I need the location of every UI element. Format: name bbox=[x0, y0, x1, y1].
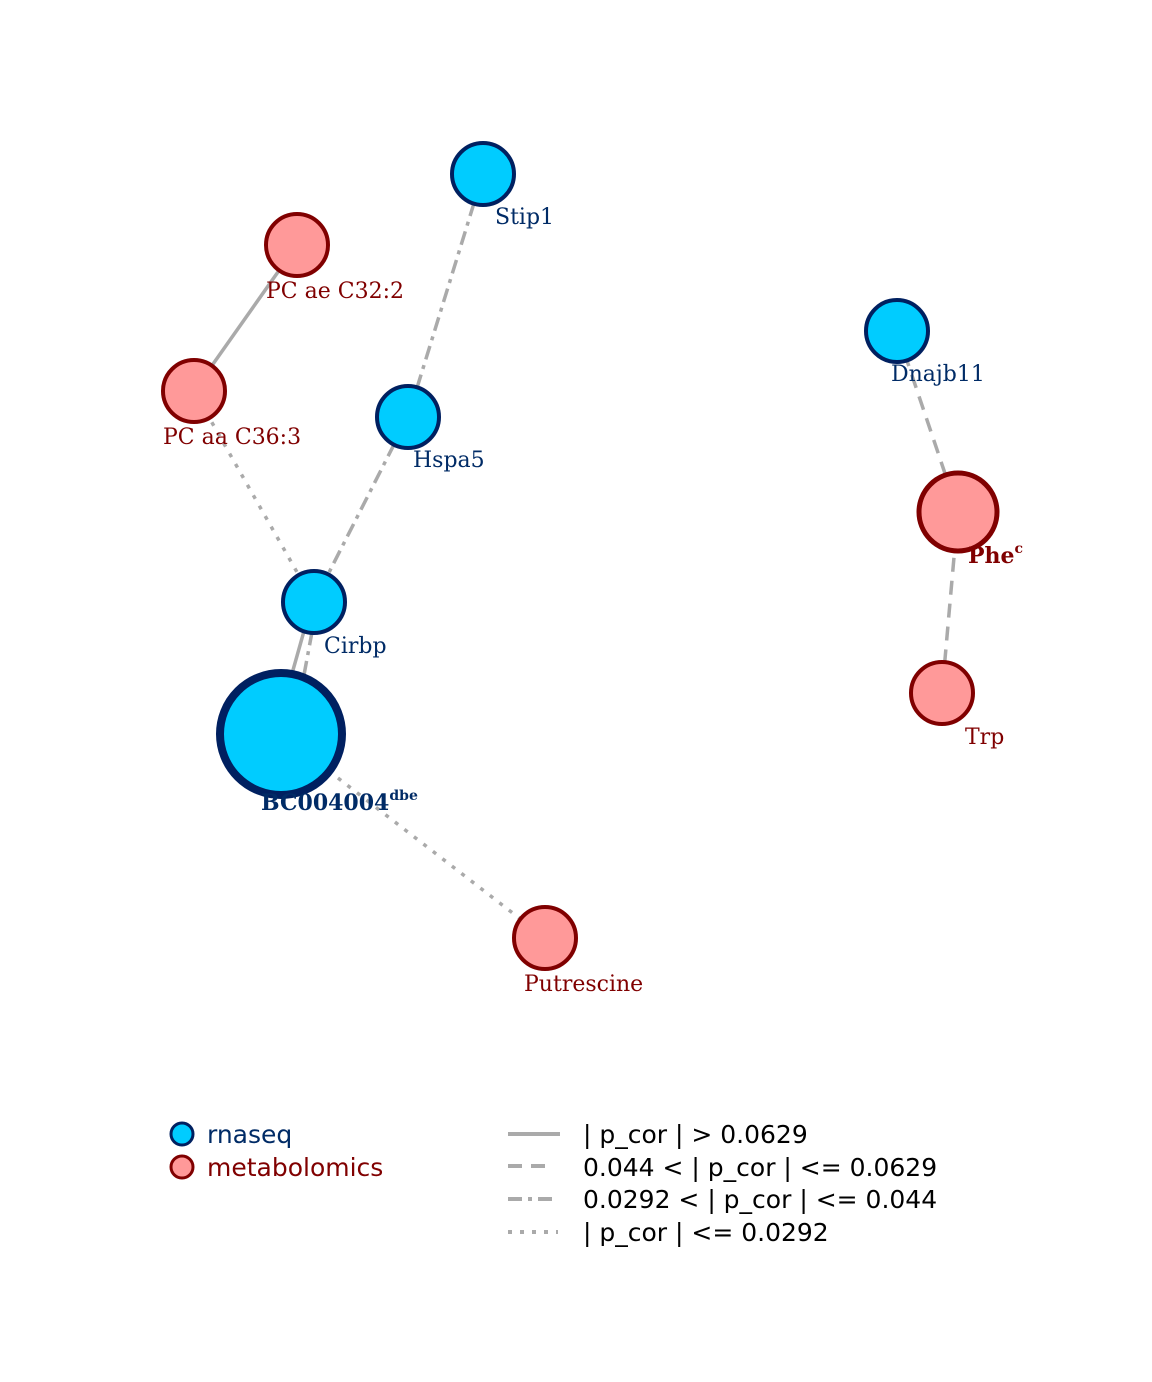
node-label: Stip1 bbox=[495, 205, 554, 230]
node-trp[interactable]: Trp bbox=[909, 660, 1004, 750]
legend-edge-item: | p_cor | <= 0.0292 bbox=[508, 1218, 829, 1247]
legend-label-rnaseq: rnaseq bbox=[207, 1120, 292, 1149]
node-circle-metabolomics[interactable] bbox=[512, 905, 578, 971]
node-label: BC004004dbe bbox=[261, 788, 418, 816]
node-label: Trp bbox=[965, 725, 1004, 750]
node-label-text: Stip1 bbox=[495, 205, 554, 230]
node-label: PC aa C36:3 bbox=[163, 425, 301, 450]
node-circle-rnaseq[interactable] bbox=[375, 384, 441, 450]
node-label: Hspa5 bbox=[413, 448, 485, 473]
legend-edge-item: 0.0292 < | p_cor | <= 0.044 bbox=[508, 1185, 937, 1214]
node-label-text: Hspa5 bbox=[413, 448, 485, 473]
legend: rnaseq metabolomics | p_cor | > 0.0629 0… bbox=[169, 1120, 937, 1247]
legend-item-rnaseq: rnaseq bbox=[169, 1120, 292, 1149]
node-label-text: Trp bbox=[965, 725, 1004, 750]
legend-edge-label: 0.0292 < | p_cor | <= 0.044 bbox=[583, 1185, 937, 1214]
node-hspa5[interactable]: Hspa5 bbox=[375, 384, 485, 473]
node-circle-metabolomics[interactable] bbox=[161, 358, 227, 424]
node-label-text: PC ae C32:2 bbox=[266, 279, 404, 304]
legend-edge-label: | p_cor | > 0.0629 bbox=[583, 1120, 808, 1149]
node-label-text: Putrescine bbox=[524, 972, 643, 997]
node-label: Putrescine bbox=[524, 972, 643, 997]
node-putrescine[interactable]: Putrescine bbox=[512, 905, 643, 997]
node-phe[interactable]: Phec bbox=[916, 470, 1023, 569]
edge-hspa5-cirbp-dashdot bbox=[312, 416, 410, 603]
node-label-text: Cirbp bbox=[324, 634, 387, 659]
nodes-layer: Stip1 PC ae C32:2 PC aa C36:3Hspa5CirbpBC0… bbox=[161, 141, 1023, 997]
node-stip1[interactable]: Stip1 bbox=[450, 141, 554, 230]
legend-edge-item: | p_cor | > 0.0629 bbox=[508, 1120, 808, 1149]
node-circle-rnaseq[interactable] bbox=[281, 569, 347, 635]
node-label-text: PC aa C36:3 bbox=[163, 425, 301, 450]
edge-pcaa-cirbp-dotted bbox=[192, 390, 316, 603]
node-circle-metabolomics[interactable] bbox=[909, 660, 975, 726]
node-pcae[interactable]: PC ae C32:2 bbox=[264, 212, 404, 304]
legend-label-metabolomics: metabolomics bbox=[207, 1153, 383, 1182]
legend-edge-label: 0.044 < | p_cor | <= 0.0629 bbox=[583, 1153, 937, 1182]
node-cirbp[interactable]: Cirbp bbox=[281, 569, 387, 659]
node-circle-rnaseq[interactable] bbox=[216, 669, 346, 799]
node-label: Dnajb11 bbox=[891, 362, 985, 387]
node-circle-metabolomics[interactable] bbox=[264, 212, 330, 278]
legend-edge-styles: | p_cor | > 0.0629 0.044 < | p_cor | <= … bbox=[508, 1120, 937, 1247]
legend-marker-rnaseq bbox=[169, 1121, 195, 1147]
node-circle-metabolomics[interactable] bbox=[916, 470, 1000, 554]
edge-bc004004-putrescine-dotted bbox=[279, 732, 547, 940]
legend-edge-label: | p_cor | <= 0.0292 bbox=[583, 1218, 829, 1247]
node-bc004004[interactable]: BC004004dbe bbox=[216, 669, 418, 816]
node-circle-rnaseq[interactable] bbox=[450, 141, 516, 207]
node-pcaa[interactable]: PC aa C36:3 bbox=[161, 358, 301, 450]
node-dnajb11[interactable]: Dnajb11 bbox=[864, 298, 985, 387]
node-label-text: Dnajb11 bbox=[891, 362, 985, 387]
legend-item-metabolomics: metabolomics bbox=[169, 1153, 383, 1182]
legend-edge-item: 0.044 < | p_cor | <= 0.0629 bbox=[508, 1153, 937, 1182]
edge-stip1-hspa5-dashdot bbox=[406, 173, 485, 418]
node-label: Cirbp bbox=[324, 634, 387, 659]
node-label-text: BC004004 bbox=[261, 790, 389, 816]
node-label-superscript: dbe bbox=[389, 788, 418, 804]
node-label: PC ae C32:2 bbox=[266, 279, 404, 304]
node-label: Phec bbox=[968, 541, 1023, 569]
legend-marker-metabolomics bbox=[169, 1154, 195, 1180]
node-label-superscript: c bbox=[1015, 541, 1024, 557]
legend-groups: rnaseq metabolomics bbox=[169, 1120, 383, 1182]
node-circle-rnaseq[interactable] bbox=[864, 298, 930, 364]
node-label-text: Phe bbox=[968, 543, 1015, 569]
